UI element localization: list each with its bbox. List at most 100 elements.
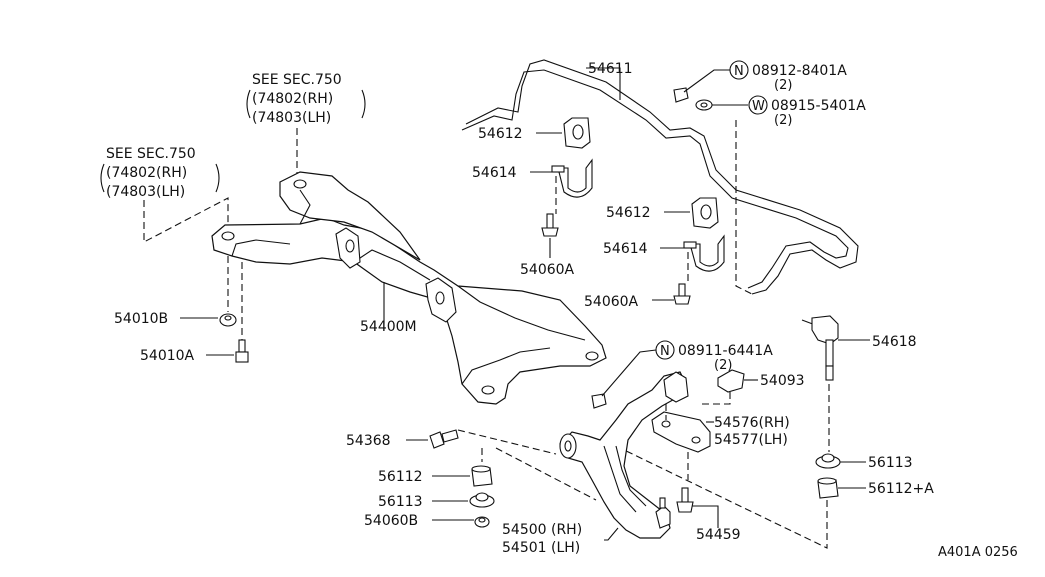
label-08911-qty: (2) [714, 358, 732, 373]
crossmember-hole-5 [345, 239, 355, 253]
lower-arm-body [559, 371, 687, 539]
label-54576: 54576(RH) [714, 415, 790, 431]
crossmember-hole-2 [293, 179, 307, 189]
ball-joint-stud [659, 497, 666, 509]
ref-left-line3: (74803(LH) [106, 184, 185, 200]
ref-upper-line1: SEE SEC.750 [252, 72, 342, 88]
bolt-54368 [429, 429, 459, 449]
lower-arm [559, 371, 689, 539]
ref-left-line2: (74802(RH) [106, 165, 187, 181]
bushing-54612-lower [691, 197, 719, 229]
nut-symbol-icon [729, 60, 749, 80]
label-54611: 54611 [588, 61, 633, 77]
label-54614a: 54614 [472, 165, 517, 181]
crossmember-bracket-left [335, 227, 361, 269]
label-54501: 54501 (LH) [502, 540, 580, 556]
ref-upper-line2: (74802(RH) [252, 91, 333, 107]
label-08912: 08912-8401A [752, 63, 847, 79]
label-54612b: 54612 [606, 205, 651, 221]
label-54618: 54618 [872, 334, 917, 350]
bushing-56112-left [471, 465, 493, 487]
nut-08911 [591, 393, 607, 409]
label-54500: 54500 (RH) [502, 522, 582, 538]
nut-54060b [474, 516, 490, 528]
ref-left-line1: SEE SEC.750 [106, 146, 196, 162]
label-54010a: 54010A [140, 348, 195, 364]
label-56112-left: 56112 [378, 469, 423, 485]
crossmember-edge-4 [461, 347, 551, 385]
label-54614b: 54614 [603, 241, 648, 257]
lower-arm-bushing-rear [663, 371, 689, 403]
leader-54576-dash [665, 404, 689, 480]
label-54060a-upper: 54060A [520, 262, 575, 278]
ref-left-leader [143, 197, 229, 243]
leader-54368-dash [457, 429, 557, 455]
label-54612a: 54612 [478, 126, 523, 142]
bushing-54612-upper [563, 117, 591, 149]
label-08915: 08915-5401A [771, 98, 866, 114]
ref-upper-line3: (74803(LH) [252, 110, 331, 126]
crossmember-hole-6 [435, 291, 445, 305]
stab-bar-inner [461, 69, 849, 289]
nut-symbol-08911: N [660, 344, 670, 359]
crossmember-edge-3 [457, 285, 586, 341]
label-54060b: 54060B [364, 513, 418, 529]
crossmember-edge-5 [231, 239, 291, 257]
washer-symbol-icon [748, 95, 768, 115]
label-56113-left: 56113 [378, 494, 423, 510]
ref-left-bracket-left [100, 163, 105, 193]
label-56113-right: 56113 [868, 455, 913, 471]
leader-08912 [683, 69, 730, 93]
label-56112a: 56112+A [868, 481, 934, 497]
label-54060a-mid: 54060A [584, 294, 639, 310]
crossmember-bracket-right [425, 277, 457, 323]
label-54093: 54093 [760, 373, 805, 389]
bolt-54060a-upper [541, 213, 559, 237]
reference-left: SEE SEC.750 (74802(RH) (74803(LH) [100, 146, 229, 243]
crossmember-rear-mount [279, 171, 421, 261]
bolt-54060a-mid [673, 283, 691, 305]
leader-56112-dash [481, 447, 597, 501]
leader-08911 [601, 349, 657, 397]
crossmember-hole-1 [221, 231, 235, 241]
crossmember-hole-4 [481, 385, 495, 395]
label-08912-qty: (2) [774, 78, 792, 93]
bushing-56113-right [815, 453, 841, 469]
bushing-56112a [817, 477, 839, 499]
label-54400m: 54400M [360, 319, 417, 335]
stab-bar-outer [465, 59, 859, 295]
lower-arm-rib-1 [603, 445, 637, 513]
lower-arm-rib-2 [615, 445, 647, 507]
ref-left-bracket-right [215, 163, 220, 193]
label-54010b: 54010B [114, 311, 168, 327]
washer-08915 [695, 99, 713, 111]
crossmember-edge-2 [353, 249, 431, 281]
nut-symbol-08912: N [734, 64, 744, 79]
reference-upper: SEE SEC.750 (74802(RH) (74803(LH) [246, 72, 366, 180]
label-54577: 54577(LH) [714, 432, 788, 448]
lower-arm-bushing-front [559, 433, 577, 459]
leader-54611 [586, 67, 621, 100]
bolt-54459 [676, 487, 694, 513]
crossmember [211, 171, 607, 405]
ref-upper-bracket-left [246, 89, 251, 119]
leader-54093-dash [700, 392, 731, 405]
ref-upper-bracket-right [361, 89, 366, 119]
stabilizer-link-54618 [801, 315, 839, 381]
plate-54093 [717, 369, 745, 393]
label-54459: 54459 [696, 527, 741, 543]
bracket-54576 [651, 411, 711, 453]
crossmember-hole-3 [585, 351, 599, 361]
nut-symbol-icon-2 [655, 340, 675, 360]
bushing-56113-left [469, 492, 495, 508]
stabilizer-bar [461, 59, 859, 295]
clamp-54614-lower [683, 234, 725, 272]
crossmember-edge-1 [299, 189, 311, 225]
label-54368: 54368 [346, 433, 391, 449]
leader-54459 [692, 505, 719, 528]
label-08915-qty: (2) [774, 113, 792, 128]
leader-54500 [604, 527, 619, 541]
catalog-code: A401A 0256 [938, 545, 1018, 560]
